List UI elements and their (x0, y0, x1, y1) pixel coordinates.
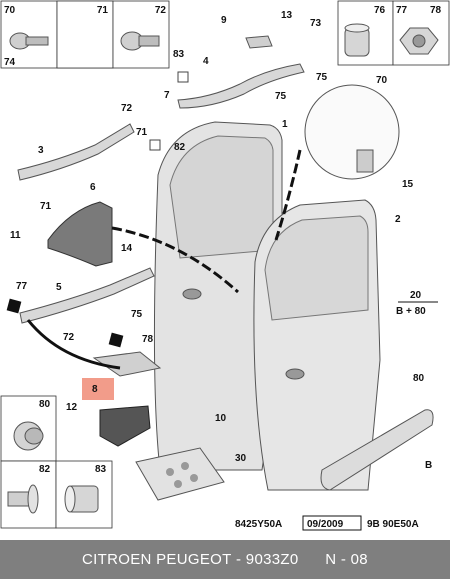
svg-text:72: 72 (155, 5, 167, 16)
marker-82 (149, 139, 161, 151)
svg-text:5: 5 (56, 282, 62, 293)
svg-text:77: 77 (396, 5, 408, 16)
svg-text:4: 4 (203, 56, 209, 67)
svg-text:75: 75 (131, 309, 143, 320)
rivet-icon (7, 484, 39, 514)
svg-text:83: 83 (173, 49, 185, 60)
svg-text:8: 8 (92, 384, 98, 395)
marker-77 (6, 298, 22, 314)
svg-text:30: 30 (235, 453, 247, 464)
svg-text:B: B (425, 460, 432, 471)
plug-icon (13, 421, 44, 451)
svg-text:78: 78 (142, 334, 154, 345)
svg-text:9B 90E50A: 9B 90E50A (367, 519, 419, 530)
svg-text:10: 10 (215, 413, 227, 424)
svg-text:71: 71 (136, 127, 148, 138)
hinge-part-9 (245, 35, 273, 49)
leader-line (111, 226, 240, 294)
leader-line (26, 319, 121, 370)
svg-text:1: 1 (282, 119, 288, 130)
svg-text:70: 70 (4, 5, 16, 16)
svg-text:8425Y50A: 8425Y50A (235, 519, 282, 530)
svg-text:82: 82 (39, 464, 51, 475)
parts-diagram: 70 74 73 75 71 72 76 (0, 0, 450, 531)
cover-part-11 (47, 201, 113, 267)
fastener-box-72: 72 (112, 0, 170, 69)
marker-83 (177, 71, 189, 83)
svg-text:77: 77 (16, 281, 28, 292)
svg-text:75: 75 (316, 72, 328, 83)
footer-page: N - 08 (325, 551, 368, 568)
nut-icon (399, 27, 439, 55)
svg-text:73: 73 (310, 18, 322, 29)
fastener-box-80: 80 (0, 395, 57, 462)
highlight-box-8 (82, 378, 114, 400)
lower-rail-5 (19, 267, 155, 324)
fastener-box-70-74: 70 74 (0, 0, 58, 69)
screw-icon (9, 32, 49, 50)
svg-text:75: 75 (275, 91, 287, 102)
clip-icon (344, 23, 370, 57)
svg-text:72: 72 (121, 103, 133, 114)
footer-brand: CITROEN PEUGEOT (82, 551, 232, 568)
svg-text:3: 3 (38, 145, 44, 156)
svg-text:71: 71 (97, 5, 109, 16)
svg-text:80: 80 (413, 373, 425, 384)
svg-text:80: 80 (39, 399, 51, 410)
trim-strip-b (320, 409, 434, 491)
upper-rail-4 (177, 63, 305, 109)
svg-text:82: 82 (174, 142, 186, 153)
fastener-box-76: 76 (337, 0, 394, 66)
svg-text:7: 7 (164, 90, 170, 101)
svg-text:12: 12 (66, 402, 78, 413)
detail-callout-15 (274, 84, 400, 241)
svg-text:9: 9 (221, 15, 227, 26)
door-panel-2 (253, 199, 381, 491)
svg-text:13: 13 (281, 10, 293, 21)
svg-text:83: 83 (95, 464, 107, 475)
bracket-part-8 (92, 351, 162, 377)
svg-text:20: 20 (410, 290, 422, 301)
svg-text:B + 80: B + 80 (396, 306, 426, 317)
svg-text:78: 78 (430, 5, 442, 16)
fastener-box-83: 83 (55, 460, 113, 529)
fastener-box-77-78: 77 78 (392, 0, 450, 66)
footer-separator: - (236, 551, 242, 568)
reference-line: 8425Y50A 09/2009 9B 90E50A (235, 515, 419, 531)
fastener-box-71: 71 (56, 0, 114, 69)
svg-text:2: 2 (395, 214, 401, 225)
svg-text:15: 15 (402, 179, 414, 190)
svg-text:76: 76 (374, 5, 386, 16)
footer-bar: CITROEN PEUGEOT - 9033Z0 N - 08 (0, 540, 450, 579)
svg-text:74: 74 (4, 57, 16, 68)
svg-text:70: 70 (376, 75, 388, 86)
clip-set-30 (135, 447, 225, 501)
marker-78 (108, 332, 124, 348)
rail-3 (17, 123, 135, 181)
door-panel-1 (153, 121, 283, 471)
svg-text:11: 11 (10, 230, 21, 241)
svg-text:71: 71 (40, 201, 52, 212)
bushing-icon (64, 485, 99, 513)
svg-text:09/2009: 09/2009 (307, 519, 344, 530)
fastener-box-82: 82 (0, 460, 57, 529)
screw-icon (120, 31, 160, 51)
svg-text:14: 14 (121, 243, 133, 254)
footer-part-number: 9033Z0 (245, 551, 299, 568)
svg-text:6: 6 (90, 182, 96, 193)
cover-part-12 (99, 405, 151, 447)
svg-text:72: 72 (63, 332, 75, 343)
